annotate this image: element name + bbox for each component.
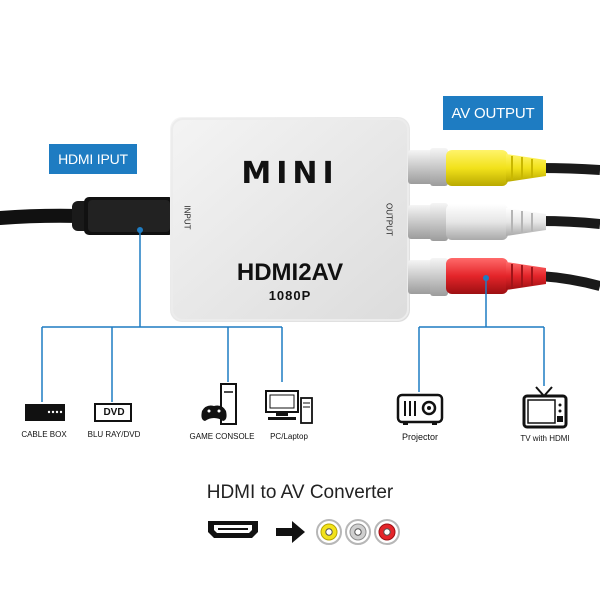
input-connector-lines	[41, 230, 283, 402]
model-text: HDMI2AV	[236, 259, 344, 286]
rca-cables	[408, 148, 600, 296]
hdmi-input-label: HDMI IPUT	[49, 144, 137, 174]
output-port-label: OUTPUT	[384, 203, 394, 236]
device-label-projector: Projector	[401, 432, 439, 442]
device-label-game-console: GAME CONSOLE	[189, 432, 255, 441]
caption-text: HDMI to AV Converter	[206, 482, 394, 503]
device-label-cable-box: CABLE BOX	[21, 430, 67, 439]
dvd-screen-text: DVD	[103, 407, 125, 418]
projector-icon	[396, 393, 444, 425]
rca-jack-red-icon	[374, 519, 400, 545]
cable-box-icon	[25, 404, 65, 421]
dvd-player-icon	[94, 403, 132, 422]
output-dot	[483, 275, 489, 281]
tv-icon	[522, 386, 568, 429]
av-output-label: AV OUTPUT	[443, 96, 543, 130]
arrow-right-icon	[276, 521, 305, 543]
hdmi-cable	[0, 197, 174, 235]
pc-icon	[265, 390, 313, 424]
output-connector-lines	[418, 278, 545, 392]
input-port-label: INPUT	[182, 205, 192, 230]
device-label-blu-ray: BLU RAY/DVD	[87, 430, 141, 439]
rca-jack-white-icon	[345, 519, 371, 545]
device-label-pc: PC/Laptop	[270, 432, 308, 441]
game-console-icon	[201, 383, 237, 425]
brand-text: MINI	[241, 156, 339, 191]
resolution-text: 1080P	[268, 288, 312, 303]
rca-jack-yellow-icon	[316, 519, 342, 545]
hdmi-port-icon	[208, 521, 258, 538]
input-dot	[137, 227, 143, 233]
device-label-tv: TV with HDMI	[520, 434, 570, 443]
